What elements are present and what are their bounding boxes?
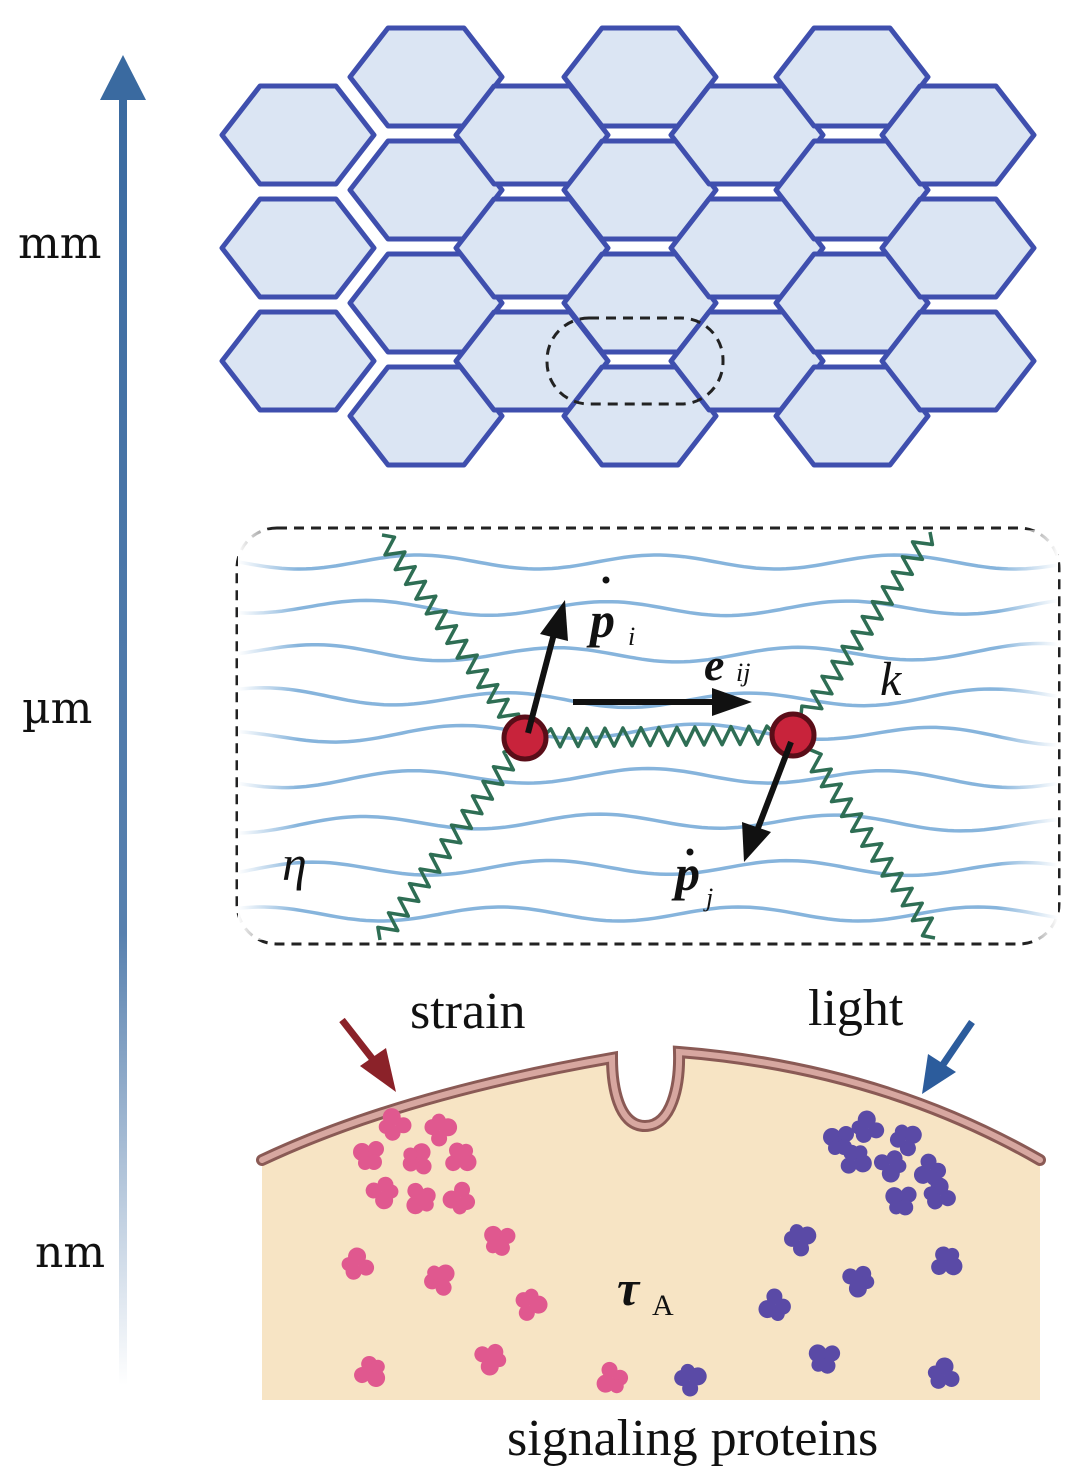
svg-text:i: i <box>628 622 635 651</box>
signaling-protein <box>851 1110 885 1143</box>
svg-text:A: A <box>652 1289 674 1322</box>
fluid-line <box>238 553 1058 571</box>
spring <box>805 746 936 940</box>
fluid-line <box>238 858 1058 878</box>
spring <box>798 531 935 726</box>
velocity-arrow-j <box>742 740 794 862</box>
fluid-line <box>238 766 1058 790</box>
signaling-protein <box>406 1182 436 1215</box>
signaling-proteins-caption: signaling proteins <box>507 1410 878 1467</box>
signaling-protein <box>484 1225 516 1256</box>
strain-label: strain <box>410 983 526 1040</box>
signaling-protein-cluster <box>341 1108 963 1397</box>
tissue-cell-hexagon <box>219 196 377 300</box>
signaling-protein <box>842 1265 875 1298</box>
tissue-cell-hexagon <box>219 309 377 413</box>
cell-mechanics-panel: p i e ij k p j η <box>235 526 1061 946</box>
scale-axis: mm µm nm <box>18 55 146 1385</box>
signaling-protein <box>885 1186 917 1216</box>
signaling-protein <box>515 1288 548 1321</box>
signaling-protein <box>808 1344 841 1374</box>
cell-panel-border <box>235 526 1061 946</box>
scale-label-um: µm <box>22 683 92 734</box>
fluid-line <box>238 686 1058 710</box>
signaling-protein <box>758 1288 791 1322</box>
symbol-e-ij: e ij <box>704 639 750 690</box>
signaling-protein <box>353 1141 384 1170</box>
scale-arrowhead <box>100 55 146 100</box>
light-label: light <box>808 980 904 1037</box>
symbol-k: k <box>880 653 903 706</box>
symbol-tau-a: τ A <box>617 1260 674 1322</box>
signaling-protein <box>913 1153 947 1186</box>
velocity-arrow-i <box>525 600 568 734</box>
signaling-protein <box>889 1124 922 1157</box>
signaling-protein <box>873 1150 907 1183</box>
signaling-protein <box>378 1108 412 1141</box>
signaling-protein <box>402 1143 432 1175</box>
light-arrow <box>922 1020 975 1094</box>
svg-text:e: e <box>704 639 724 690</box>
scale-arrow-shaft <box>119 95 127 1385</box>
signaling-protein <box>784 1224 817 1257</box>
spring-network <box>376 531 936 941</box>
tissue-cell-hexagon <box>219 83 377 187</box>
scale-label-mm: mm <box>18 218 101 269</box>
svg-text:p: p <box>586 592 615 648</box>
tissue-cell-hexagon <box>879 83 1037 187</box>
signaling-protein <box>365 1176 399 1210</box>
spring <box>381 533 522 733</box>
fluid-line <box>238 812 1058 835</box>
svg-text:p: p <box>671 845 700 901</box>
signaling-protein <box>596 1361 629 1394</box>
signaling-protein <box>923 1177 956 1210</box>
tissue-hexagon-layer <box>219 25 1037 468</box>
viscous-fluid-lines <box>238 553 1058 923</box>
signaling-protein <box>840 1144 872 1174</box>
tissue-cell-hexagon <box>879 196 1037 300</box>
signaling-protein <box>341 1247 375 1280</box>
tissue-cell-hexagon <box>879 309 1037 413</box>
scale-label-nm: nm <box>35 1227 105 1278</box>
signaling-protein <box>474 1343 507 1376</box>
direction-arrow-eij <box>573 688 752 716</box>
zoom-selection-box <box>545 316 725 406</box>
strain-arrow <box>339 1017 396 1092</box>
fluid-line <box>238 722 1058 747</box>
svg-text:j: j <box>703 883 713 912</box>
vertex-node-i <box>501 714 549 762</box>
signaling-protein <box>674 1363 707 1397</box>
signaling-protein <box>931 1246 963 1276</box>
symbol-eta: η <box>282 835 307 891</box>
signaling-protein <box>442 1181 476 1215</box>
svg-text:ij: ij <box>736 658 750 687</box>
signaling-protein <box>354 1355 386 1387</box>
symbol-p-j: p j <box>671 845 713 912</box>
signaling-protein <box>424 1264 455 1296</box>
signaling-protein <box>424 1113 458 1147</box>
fluid-line <box>238 905 1058 923</box>
svg-text:τ: τ <box>617 1260 641 1316</box>
vertex-node-j <box>769 711 817 759</box>
signaling-protein <box>445 1142 477 1172</box>
spring <box>376 746 519 941</box>
molecular-signaling-layer: strain light τ A signaling proteins <box>256 980 1046 1467</box>
signaling-protein <box>927 1357 960 1389</box>
spring <box>540 724 778 749</box>
fluid-line <box>238 641 1058 664</box>
symbol-p-i: p i <box>586 576 635 651</box>
fluid-line <box>238 598 1058 618</box>
